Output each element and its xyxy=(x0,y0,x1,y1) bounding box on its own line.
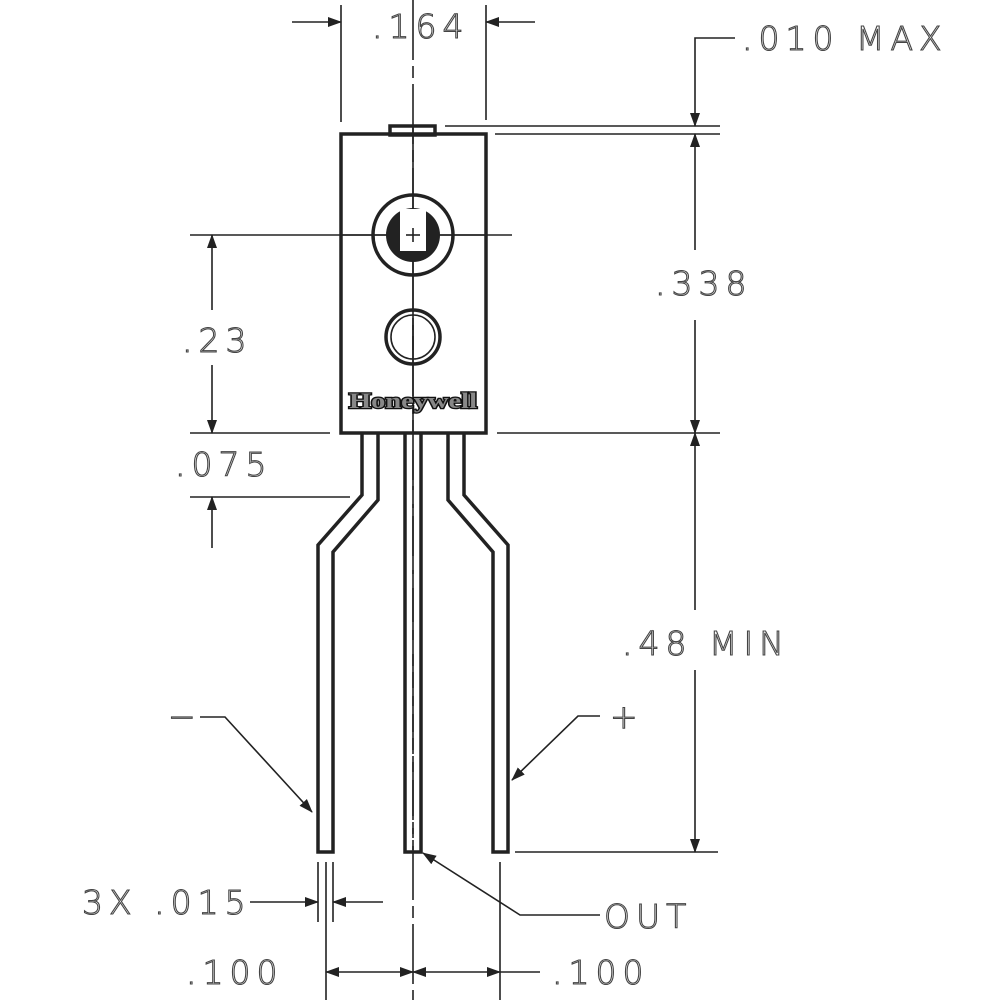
svg-text:OUT: OUT xyxy=(604,897,692,936)
svg-text:3X .015: 3X .015 xyxy=(82,883,252,922)
dim-body-height: .338 xyxy=(497,133,752,434)
dim-body-width: .164 xyxy=(292,5,535,122)
svg-text:.164: .164 xyxy=(372,7,469,46)
dim-tab-height: .010 MAX xyxy=(445,18,948,135)
dim-sensor-center: .23 xyxy=(181,234,330,434)
centerlines xyxy=(305,0,512,1000)
pin-negative-callout: − xyxy=(167,696,313,813)
dim-lead-length: .48 MIN xyxy=(515,432,790,853)
svg-text:.100: .100 xyxy=(186,953,283,992)
svg-text:.010 MAX: .010 MAX xyxy=(742,19,948,58)
lead-positive xyxy=(446,433,510,854)
dim-lead-width: 3X .015 xyxy=(81,862,383,923)
dim-lead-bend: .075 xyxy=(174,444,350,548)
svg-text:.100: .100 xyxy=(552,953,649,992)
dim-pitch: .100 .100 xyxy=(185,862,649,1000)
honeywell-logo: Honeywell xyxy=(349,388,477,413)
pin-positive-callout: + xyxy=(511,696,644,781)
svg-text:.338: .338 xyxy=(655,264,752,303)
lead-output xyxy=(403,433,423,854)
svg-text:.48 MIN: .48 MIN xyxy=(622,624,790,663)
lead-negative xyxy=(316,433,380,854)
svg-text:.075: .075 xyxy=(175,445,272,484)
svg-text:−: − xyxy=(168,697,202,736)
sensor-body: Honeywell xyxy=(339,124,488,435)
pin-output-callout: OUT xyxy=(422,852,692,937)
hall-element-icon xyxy=(384,308,442,366)
magnet-icon xyxy=(371,193,455,277)
svg-text:.23: .23 xyxy=(182,321,252,360)
svg-text:+: + xyxy=(610,697,644,736)
leads xyxy=(316,433,510,854)
